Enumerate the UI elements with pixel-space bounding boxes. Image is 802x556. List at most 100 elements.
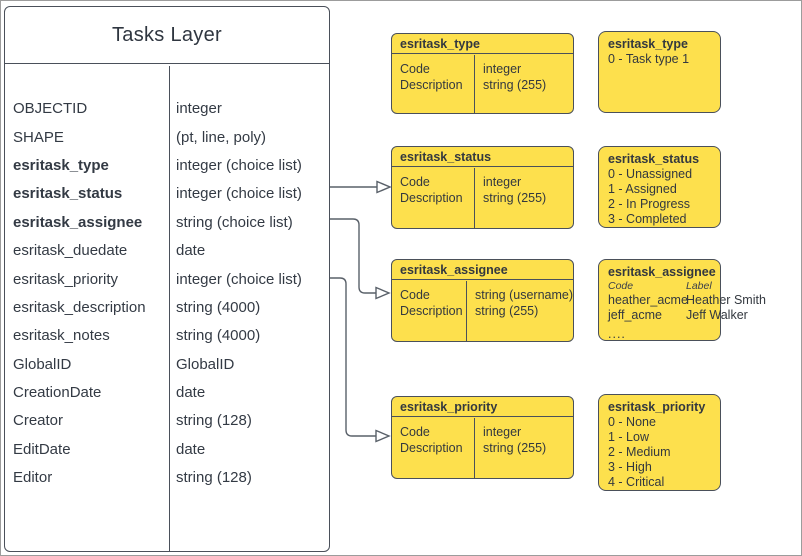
schema-box-esritask-type: esritask_type Code Description integer s…	[391, 33, 574, 114]
ellipsis: ....	[608, 327, 626, 341]
column-header: Label	[686, 280, 712, 292]
field-name: esritask_type	[13, 156, 109, 174]
domain-value: 1 - Low	[608, 430, 649, 444]
field-type: date	[176, 242, 206, 260]
field-name: esritask_notes	[13, 327, 110, 345]
field-label: Code	[400, 288, 430, 302]
schema-types: integer string (255)	[475, 55, 573, 113]
field-type: string (255)	[483, 191, 547, 205]
schema-fields: Code Description	[392, 168, 475, 228]
field-name: Editor	[13, 469, 53, 487]
schema-body: Code Description string (username) strin…	[392, 281, 573, 341]
domain-code: jeff_acme	[608, 308, 662, 322]
domain-value: 1 - Assigned	[608, 182, 677, 196]
field-row: esritask_type integer (choice list)	[5, 151, 329, 179]
field-label: Description	[400, 441, 463, 455]
field-type: string (4000)	[176, 327, 261, 345]
schema-fields: Code Description	[392, 55, 475, 113]
field-type: integer	[483, 175, 522, 189]
field-label: Description	[400, 191, 463, 205]
field-label: Code	[400, 425, 430, 439]
box-title: esritask_status	[392, 147, 573, 167]
field-name: CreationDate	[13, 384, 102, 402]
domain-value: 3 - Completed	[608, 212, 687, 226]
column-divider	[169, 65, 171, 551]
schema-box-esritask-assignee: esritask_assignee Code Description strin…	[391, 259, 574, 342]
field-type: integer (choice list)	[176, 270, 302, 288]
domain-value: 2 - In Progress	[608, 197, 690, 211]
field-row: SHAPE (pt, line, poly)	[5, 123, 329, 151]
domain-value: 4 - Critical	[608, 475, 665, 489]
field-type: string (128)	[176, 469, 252, 487]
schema-types: integer string (255)	[475, 168, 573, 228]
box-title: esritask_priority	[392, 397, 573, 417]
schema-fields: Code Description	[392, 281, 468, 341]
values-box-esritask-type: esritask_type 0 - Task type 1	[598, 31, 721, 113]
field-type: integer	[483, 62, 522, 76]
tasks-layer-title: Tasks Layer	[5, 7, 329, 64]
box-title: esritask_assignee	[392, 260, 573, 280]
values-box-esritask-assignee: esritask_assignee Code Label heather_acm…	[598, 259, 766, 341]
field-name: esritask_priority	[13, 270, 119, 288]
arrowhead-assignee	[375, 286, 391, 300]
values-box-esritask-priority: esritask_priority 0 - None 1 - Low 2 - M…	[598, 394, 721, 491]
field-name: esritask_description	[13, 298, 146, 316]
field-type: date	[176, 384, 206, 402]
arrowhead-status	[376, 180, 392, 194]
field-type: GlobalID	[176, 355, 235, 373]
schema-box-esritask-status: esritask_status Code Description integer…	[391, 146, 574, 229]
domain-value: 0 - None	[608, 415, 656, 429]
schema-box-esritask-priority: esritask_priority Code Description integ…	[391, 396, 574, 479]
field-type: string (255)	[483, 441, 547, 455]
field-type: (pt, line, poly)	[176, 128, 267, 146]
schema-types: integer string (255)	[475, 418, 573, 478]
field-type: date	[176, 440, 206, 458]
field-type: string (255)	[475, 304, 539, 318]
domain-value: 2 - Medium	[608, 445, 671, 459]
field-name: esritask_duedate	[13, 242, 128, 260]
field-name: GlobalID	[13, 355, 72, 373]
field-type: string (128)	[176, 412, 252, 430]
field-name: OBJECTID	[13, 100, 88, 118]
field-row: Editor string (128)	[5, 464, 329, 492]
connector-priority	[330, 277, 376, 437]
values-box-esritask-status: esritask_status 0 - Unassigned 1 - Assig…	[598, 146, 721, 228]
field-label: Description	[400, 78, 463, 92]
assignee-value-table: Code Label heather_acme Heather Smith je…	[608, 280, 766, 323]
field-type: integer (choice list)	[176, 156, 302, 174]
field-row: GlobalID GlobalID	[5, 350, 329, 378]
arrowhead-priority	[375, 429, 391, 443]
field-type: string (username)	[475, 288, 573, 302]
field-label: Code	[400, 62, 430, 76]
field-row: esritask_notes string (4000)	[5, 322, 329, 350]
field-label: Description	[400, 304, 463, 318]
schema-body: Code Description integer string (255)	[392, 168, 573, 228]
field-row: esritask_priority integer (choice list)	[5, 265, 329, 293]
field-name: SHAPE	[13, 128, 64, 146]
field-row: Creator string (128)	[5, 407, 329, 435]
domain-code: heather_acme	[608, 293, 688, 307]
column-header: Code	[608, 280, 634, 292]
field-name: esritask_status	[13, 185, 123, 203]
box-title: esritask_status	[608, 152, 700, 166]
box-title: esritask_type	[608, 37, 688, 51]
field-name: Creator	[13, 412, 64, 430]
box-title: esritask_priority	[608, 400, 706, 414]
field-row: CreationDate date	[5, 378, 329, 406]
domain-value: 0 - Unassigned	[608, 167, 693, 181]
domain-value: 3 - High	[608, 460, 652, 474]
schema-types: string (username) string (255)	[467, 281, 573, 341]
box-title: esritask_type	[392, 34, 573, 54]
field-type: string (choice list)	[176, 213, 293, 231]
domain-value: 0 - Task type 1	[608, 52, 690, 66]
field-row: esritask_duedate date	[5, 236, 329, 264]
box-title: esritask_assignee	[608, 265, 716, 279]
domain-label: Jeff Walker	[686, 308, 748, 322]
